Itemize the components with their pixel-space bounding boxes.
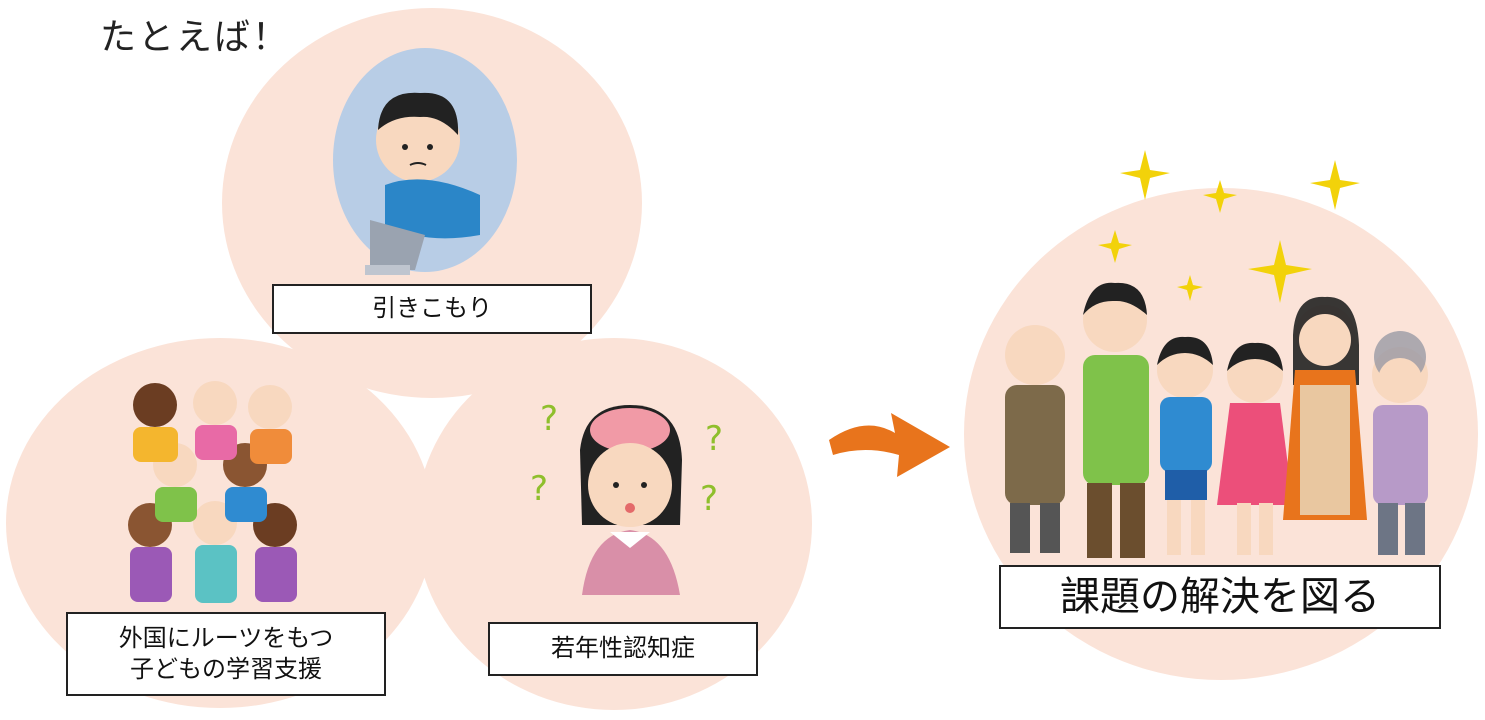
label-foreign-roots-line-2: 子どもの学習支援 — [130, 655, 322, 683]
withdrawn-boy-illustration — [333, 48, 517, 275]
svg-text:?: ? — [705, 419, 723, 459]
label-dementia: 若年性認知症 — [488, 622, 758, 676]
diverse-children-illustration — [128, 381, 297, 603]
label-hikikomori: 引きこもり — [272, 284, 592, 334]
label-foreign-roots-line-1: 外国にルーツをもつ — [118, 623, 334, 652]
label-foreign-roots: 外国にルーツをもつ 子どもの学習支援 — [66, 612, 386, 696]
svg-text:?: ? — [700, 479, 718, 519]
happy-family-illustration — [1005, 282, 1428, 558]
svg-text:?: ? — [540, 399, 558, 439]
orange-arrow-icon — [829, 413, 950, 477]
confused-woman-illustration: ? ? ? ? — [530, 399, 723, 595]
svg-text:?: ? — [530, 469, 548, 509]
sparkles-decoration — [1098, 150, 1360, 303]
label-resolution: 課題の解決を図る — [999, 565, 1441, 629]
heading-text: たとえば！ — [100, 17, 291, 58]
